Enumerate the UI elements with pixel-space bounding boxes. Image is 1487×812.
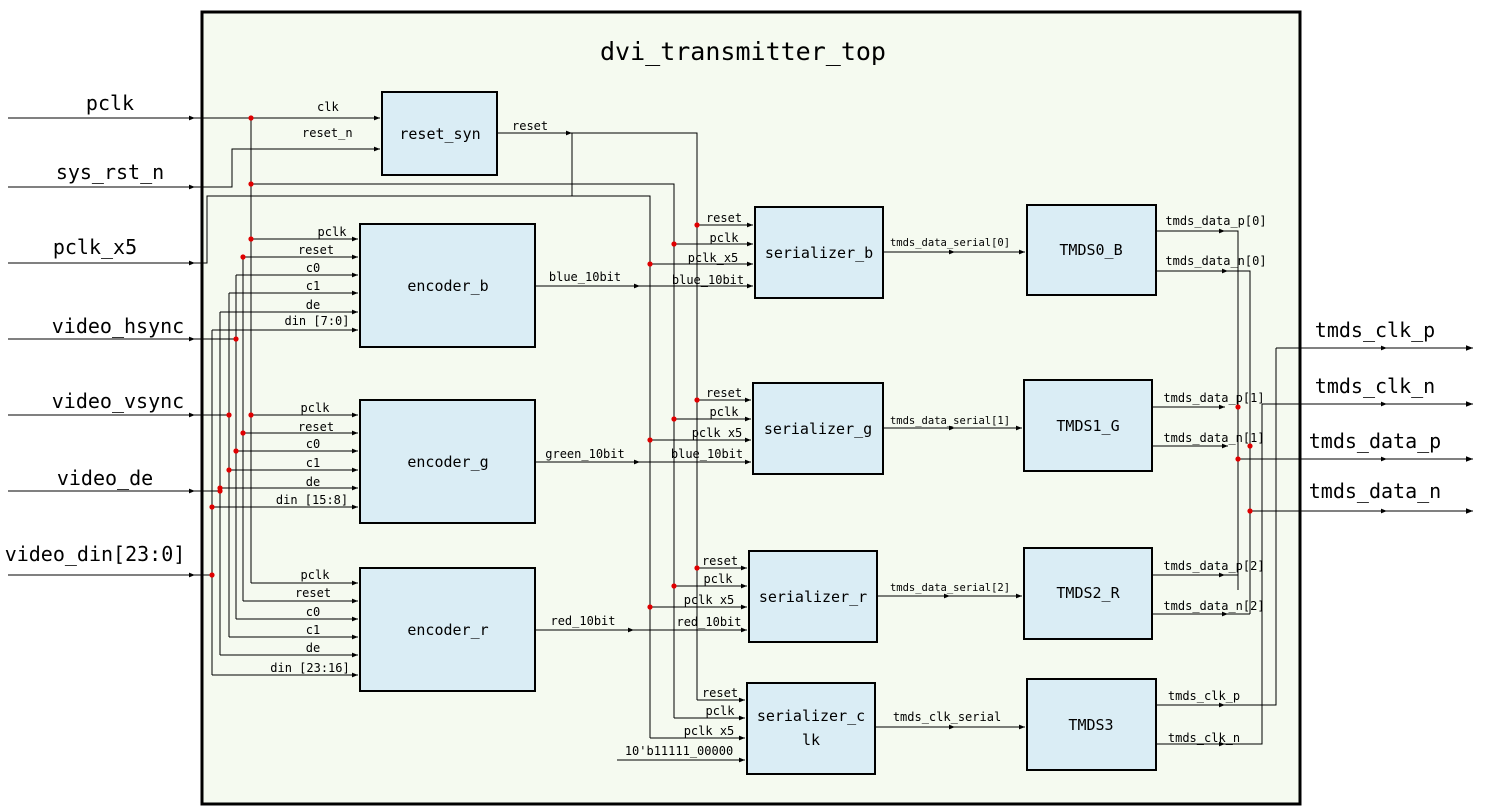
serializer-r-port-pclk: pclk <box>704 572 734 586</box>
encoder-b-port-de: de <box>306 298 320 312</box>
tmds3-out-clk-p: tmds_clk_p <box>1168 689 1240 703</box>
serializer-clk-port-constant: 10'b11111_00000 <box>625 744 733 758</box>
serializer-r-port-reset: reset <box>702 554 738 568</box>
encoder-b-name: encoder_b <box>407 277 488 295</box>
encoder-b-port-pclk: pclk <box>318 225 348 239</box>
output-port-tmds-data-p: tmds_data_p <box>1309 429 1441 453</box>
serializer-clk-name-line2: lk <box>802 731 820 749</box>
encoder-b-port-reset: reset <box>298 243 334 257</box>
input-port-sys-rst-n: sys_rst_n <box>56 160 164 184</box>
encoder-b-port-c0: c0 <box>306 261 320 275</box>
tmds0-out-p: tmds_data_p[0] <box>1165 214 1266 228</box>
reset-syn-block <box>381 91 498 176</box>
serializer-g-port-pclk: pclk <box>710 405 740 419</box>
tmds2-out-p: tmds_data_p[2] <box>1163 559 1264 573</box>
tmds2-out-n: tmds_data_n[2] <box>1163 599 1264 613</box>
encoder-b-block <box>359 223 536 348</box>
encoder-r-block <box>359 567 536 692</box>
input-port-video-din: video_din[23:0] <box>5 542 186 566</box>
serializer-clk-block <box>746 682 876 775</box>
reset-syn-port-reset-n: reset_n <box>302 126 353 140</box>
serializer-clk-port-pclk: pclk <box>706 704 736 718</box>
output-port-tmds-clk-p: tmds_clk_p <box>1315 318 1435 342</box>
tmds2-name: TMDS2_R <box>1056 584 1120 602</box>
encoder-r-port-din: din [23:16] <box>270 661 349 675</box>
encoder-b-out: blue_10bit <box>549 270 621 284</box>
serializer-r-block <box>748 550 878 643</box>
tmds3-block <box>1026 678 1157 771</box>
reset-syn-out-reset: reset <box>512 119 548 133</box>
top-module-title: dvi_transmitter_top <box>600 37 886 66</box>
serializer-g-out: tmds_data_serial[1] <box>890 415 1010 427</box>
tmds1-out-p: tmds_data_p[1] <box>1163 391 1264 405</box>
encoder-r-port-de: de <box>306 641 320 655</box>
serializer-g-port-reset: reset <box>706 386 742 400</box>
encoder-r-port-reset: reset <box>295 586 331 600</box>
encoder-g-port-pclk: pclk <box>301 401 331 415</box>
serializer-b-block <box>754 206 884 299</box>
serializer-g-port-pclk-x5: pclk_x5 <box>692 426 743 440</box>
serializer-r-port-pclk-x5: pclk_x5 <box>684 593 735 607</box>
encoder-g-port-reset: reset <box>298 420 334 434</box>
serializer-clk-port-reset: reset <box>702 686 738 700</box>
serializer-g-port-data: blue_10bit <box>671 447 743 461</box>
reset-syn-name: reset_syn <box>399 125 480 143</box>
encoder-b-port-c1: c1 <box>306 279 320 293</box>
serializer-g-block <box>752 382 884 475</box>
tmds0-block <box>1026 204 1157 296</box>
serializer-clk-out: tmds_clk_serial <box>893 710 1001 724</box>
serializer-b-port-pclk-x5: pclk_x5 <box>688 251 739 265</box>
tmds0-name: TMDS0_B <box>1059 241 1122 259</box>
serializer-r-port-data: red_10bit <box>676 615 741 629</box>
encoder-r-port-c0: c0 <box>306 605 320 619</box>
encoder-g-block <box>359 399 536 524</box>
tmds1-out-n: tmds_data_n[1] <box>1163 431 1264 445</box>
serializer-g-name: serializer_g <box>764 420 872 438</box>
serializer-clk-port-pclk-x5: pclk_x5 <box>684 724 735 738</box>
tmds1-name: TMDS1_G <box>1056 417 1119 435</box>
input-port-video-de: video_de <box>57 466 153 490</box>
serializer-b-port-data: blue_10bit <box>672 273 744 287</box>
encoder-g-port-de: de <box>306 475 320 489</box>
encoder-r-port-pclk: pclk <box>301 568 331 582</box>
reset-syn-port-clk: clk <box>317 100 339 114</box>
input-port-pclk-x5: pclk_x5 <box>53 235 137 259</box>
encoder-b-port-din: din [7:0] <box>284 314 349 328</box>
serializer-clk-name-line1: serializer_c <box>757 707 865 725</box>
input-port-pclk: pclk <box>86 91 134 115</box>
encoder-g-port-c0: c0 <box>306 437 320 451</box>
blocks <box>359 91 1157 775</box>
serializer-b-port-reset: reset <box>706 211 742 225</box>
tmds3-name: TMDS3 <box>1068 716 1113 734</box>
tmds0-out-n: tmds_data_n[0] <box>1165 254 1266 268</box>
input-port-video-vsync: video_vsync <box>52 389 184 413</box>
encoder-g-out: green_10bit <box>545 447 624 461</box>
output-port-tmds-clk-n: tmds_clk_n <box>1315 374 1435 398</box>
output-port-tmds-data-n: tmds_data_n <box>1309 479 1441 503</box>
input-port-video-hsync: video_hsync <box>52 314 184 338</box>
wires <box>8 115 1473 763</box>
junction-dots <box>209 115 1253 610</box>
encoder-r-name: encoder_r <box>407 621 488 639</box>
encoder-r-out: red_10bit <box>550 614 615 628</box>
encoder-g-name: encoder_g <box>407 453 488 471</box>
tmds2-block <box>1023 547 1153 640</box>
tmds3-out-clk-n: tmds_clk_n <box>1168 731 1240 745</box>
serializer-r-name: serializer_r <box>759 588 867 606</box>
serializer-b-name: serializer_b <box>765 244 873 262</box>
encoder-g-port-din: din [15:8] <box>276 493 348 507</box>
serializer-b-port-pclk: pclk <box>710 231 740 245</box>
serializer-b-out: tmds_data_serial[0] <box>890 237 1010 249</box>
tmds1-block <box>1023 379 1153 472</box>
encoder-r-port-c1: c1 <box>306 623 320 637</box>
encoder-g-port-c1: c1 <box>306 456 320 470</box>
serializer-r-out: tmds_data_serial[2] <box>890 582 1010 594</box>
